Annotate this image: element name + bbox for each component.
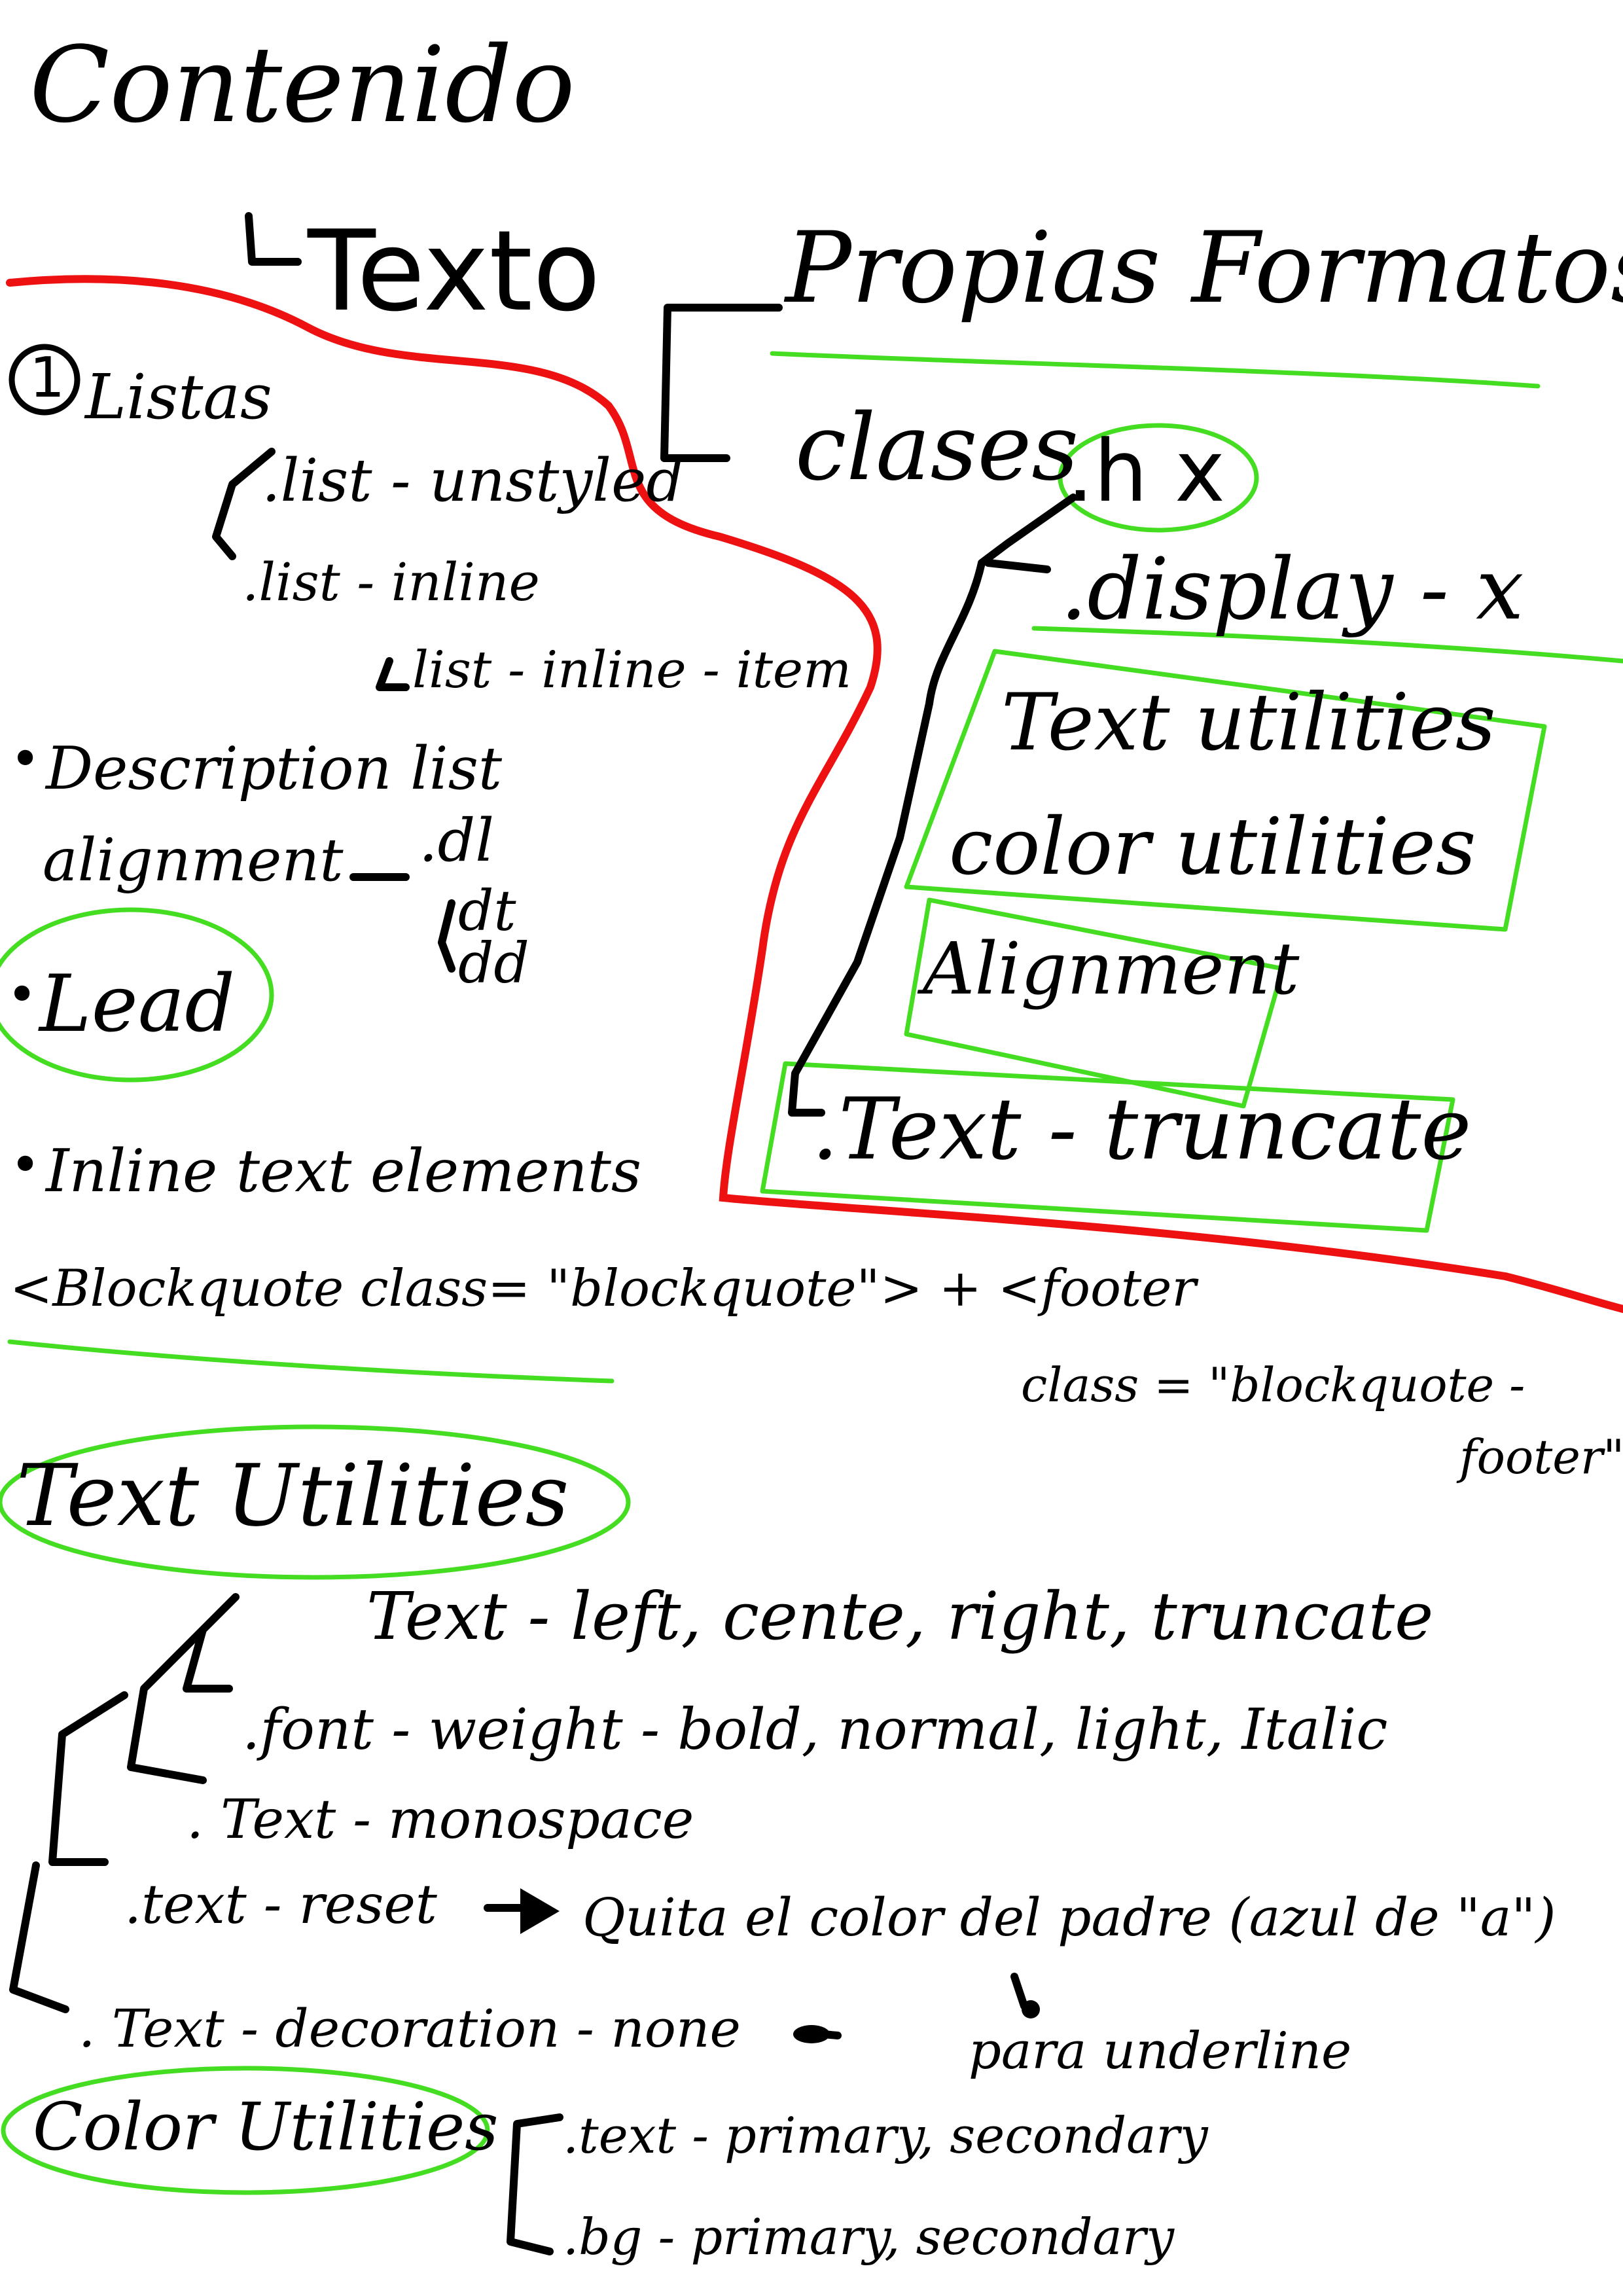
listas-number: 1 — [29, 346, 65, 410]
color-utilities-bg: .bg - primary, secondary — [563, 2208, 1175, 2266]
green-box-alignment — [904, 897, 1285, 1109]
page-title: Contenido — [29, 24, 575, 146]
text-utilities-item-font-weight: .font - weight - bold, normal, light, It… — [242, 1697, 1388, 1763]
bracket-listas — [212, 448, 276, 560]
lead-label: Lead — [39, 959, 236, 1050]
bracket-list-inline-item — [376, 657, 410, 691]
arrowhead-text-reset — [520, 1888, 560, 1934]
connector-texto — [245, 212, 302, 266]
tree-clases — [788, 493, 1077, 1117]
text-utilities-item-decoration: . Text - decoration - none — [79, 1998, 741, 2059]
list-inline-item: list - inline - item — [412, 641, 852, 700]
bracket-texto — [660, 304, 783, 462]
tree-text-utilities — [9, 1593, 240, 2013]
text-utilities-item-alignment: Text - left, cente, right, truncate — [366, 1578, 1434, 1655]
text-utilities-decoration-note: para underline — [969, 2022, 1352, 2081]
red-divider-line — [6, 275, 1623, 1313]
list-unstyled: .list - unstyled — [262, 446, 684, 515]
green-underline-display — [1031, 626, 1623, 664]
color-utilities-text: .text - primary, secondary — [563, 2106, 1208, 2164]
arrowhead-decoration — [793, 2025, 830, 2043]
clases-item-text-truncate: .Text - truncate — [812, 1079, 1472, 1179]
clases-item-color-utilities: color utilities — [949, 802, 1476, 893]
green-circle-text-utilities — [0, 1424, 631, 1580]
para-marker — [1010, 1973, 1028, 2010]
alignment-dt: dt — [458, 879, 516, 944]
texto-heading: Texto — [308, 207, 601, 336]
alignment-label: alignment — [43, 826, 344, 895]
color-utilities-heading: Color Utilities — [33, 2089, 499, 2165]
inline-bullet: • — [10, 1134, 41, 1195]
green-circle-color-utilities — [1, 2066, 490, 2195]
texto-propias-formatos: Propias Formatos — [785, 211, 1623, 325]
clases-item-alignment: Alignment — [923, 927, 1300, 1011]
green-circle-lead — [0, 907, 274, 1083]
text-utilities-reset-note: Quita el color del padre (azul de "a") — [582, 1887, 1556, 1948]
clases-item-hx: .h x — [1067, 422, 1225, 521]
text-utilities-item-reset: .text - reset — [124, 1874, 437, 1936]
circle-number-1 — [9, 344, 80, 416]
blockquote-cont-2: footer") — [1459, 1429, 1623, 1484]
inline-text-elements: Inline text elements — [46, 1137, 642, 1206]
alignment-dd: dd — [458, 931, 529, 996]
para-marker-dot — [1022, 2000, 1040, 2018]
alignment-dl: .dl — [419, 806, 495, 875]
clases-item-display: .display - x — [1060, 539, 1524, 639]
bracket-dt-dd — [438, 899, 455, 973]
description-list: Description list — [46, 734, 503, 803]
list-inline: .list - inline — [242, 552, 540, 613]
blockquote-line: <Blockquote class= "blockquote"> + <foot… — [10, 1259, 1196, 1318]
text-utilities-heading: Text Utilities — [16, 1446, 569, 1545]
blockquote-cont-1: class = "blockquote - — [1021, 1357, 1525, 1412]
green-box-truncate — [760, 1061, 1455, 1233]
lead-bullet: • — [7, 964, 38, 1025]
green-circle-hx — [1058, 423, 1259, 533]
green-underline-propias — [770, 351, 1541, 389]
text-utilities-item-monospace: . Text - monospace — [187, 1789, 694, 1851]
texto-clases: clases — [795, 395, 1079, 501]
description-bullet: • — [10, 728, 41, 789]
clases-item-text-utilities: Text utilities — [1001, 677, 1496, 768]
green-underline-blockquote — [7, 1339, 615, 1384]
listas-label: Listas — [85, 361, 272, 433]
green-box-utilities — [904, 649, 1547, 932]
bracket-color-utilities — [507, 2113, 563, 2255]
